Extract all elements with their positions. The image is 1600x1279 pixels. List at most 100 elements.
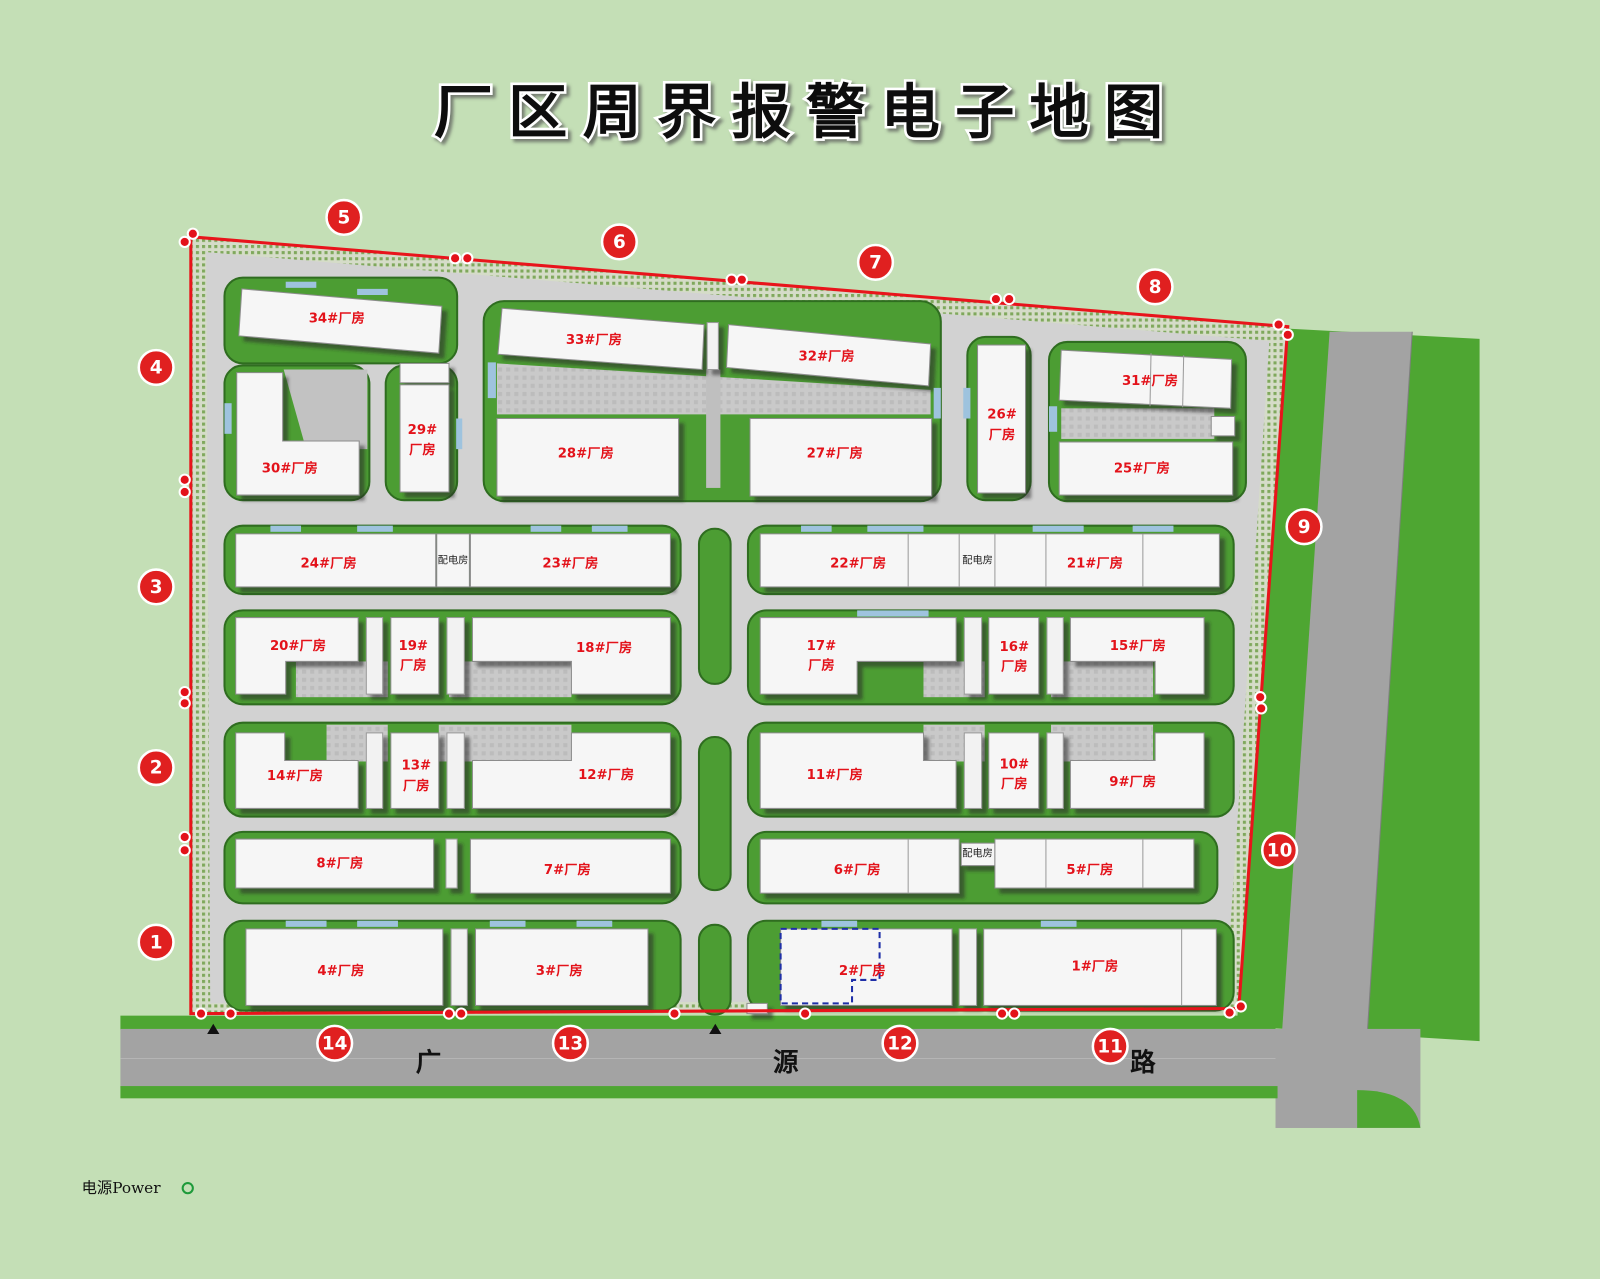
zone-circle[interactable] xyxy=(316,1024,354,1062)
zone-number[interactable]: 11 xyxy=(1097,1036,1123,1057)
detector-icon[interactable] xyxy=(1234,1000,1247,1013)
building-1[interactable] xyxy=(983,928,1217,1006)
detector-icon[interactable] xyxy=(178,473,191,486)
building-33[interactable] xyxy=(497,307,705,371)
zone-marker-13[interactable]: 13 xyxy=(551,1024,590,1062)
zone-number[interactable]: 9 xyxy=(1298,517,1311,538)
detector-icon[interactable] xyxy=(1003,292,1016,306)
building-29[interactable] xyxy=(399,384,450,493)
building-16[interactable] xyxy=(988,617,1040,695)
detector-icon[interactable] xyxy=(178,830,191,844)
building-18[interactable] xyxy=(471,617,671,695)
building-24[interactable] xyxy=(235,533,437,588)
building-13[interactable] xyxy=(390,732,440,809)
detector-icon[interactable] xyxy=(995,1007,1009,1020)
building-11[interactable] xyxy=(759,732,957,809)
zone-marker-14[interactable]: 14 xyxy=(316,1024,354,1062)
zone-circle[interactable] xyxy=(1091,1027,1129,1065)
building-34[interactable] xyxy=(238,288,443,354)
detector-icon[interactable] xyxy=(178,685,191,699)
zone-marker-8[interactable]: 8 xyxy=(1136,268,1174,306)
zone-circle[interactable] xyxy=(1260,831,1299,869)
zone-marker-5[interactable]: 5 xyxy=(325,198,363,237)
detector-icon[interactable] xyxy=(442,1007,456,1020)
detector-icon[interactable] xyxy=(224,1007,237,1020)
detector-icon[interactable] xyxy=(1008,1007,1021,1020)
building-14[interactable] xyxy=(235,732,359,809)
building-31[interactable] xyxy=(1058,349,1233,409)
detector-icon[interactable] xyxy=(1272,318,1285,331)
detector-icon[interactable] xyxy=(455,1007,468,1020)
zone-number[interactable]: 14 xyxy=(322,1033,348,1054)
zone-marker-3[interactable]: 3 xyxy=(137,568,175,606)
zone-circle[interactable] xyxy=(551,1024,590,1062)
building-19[interactable] xyxy=(390,617,440,695)
zone-marker-12[interactable]: 12 xyxy=(881,1024,919,1062)
building-26[interactable] xyxy=(977,344,1027,494)
zone-number[interactable]: 7 xyxy=(869,252,882,273)
building-20[interactable] xyxy=(235,617,359,695)
detector-icon[interactable] xyxy=(725,273,738,286)
zone-number[interactable]: 13 xyxy=(558,1033,584,1054)
zone-circle[interactable] xyxy=(325,198,363,237)
detector-icon[interactable] xyxy=(668,1007,681,1020)
zone-circle[interactable] xyxy=(137,748,175,787)
power-room-1[interactable] xyxy=(436,533,470,588)
zone-marker-1[interactable]: 1 xyxy=(137,923,175,961)
detector-icon[interactable] xyxy=(178,235,191,249)
detector-icon[interactable] xyxy=(448,252,462,265)
detector-icon[interactable] xyxy=(989,292,1003,306)
zone-circle[interactable] xyxy=(856,243,895,281)
building-25[interactable] xyxy=(1058,441,1234,496)
zone-marker-4[interactable]: 4 xyxy=(137,348,175,387)
zone-circle[interactable] xyxy=(137,568,175,606)
detector-icon[interactable] xyxy=(194,1007,208,1020)
zone-number[interactable]: 4 xyxy=(150,358,163,379)
detector-icon[interactable] xyxy=(735,273,748,286)
zone-marker-9[interactable]: 9 xyxy=(1285,508,1323,546)
building-27[interactable] xyxy=(749,417,933,497)
zone-circle[interactable] xyxy=(1136,268,1174,306)
building-23[interactable] xyxy=(469,533,671,588)
detector-icon[interactable] xyxy=(178,844,191,857)
detector-icon[interactable] xyxy=(178,697,191,710)
detector-icon[interactable] xyxy=(186,227,199,240)
detector-icon[interactable] xyxy=(1223,1006,1236,1019)
zone-circle[interactable] xyxy=(600,223,639,261)
zone-number[interactable]: 3 xyxy=(150,577,163,598)
zone-marker-6[interactable]: 6 xyxy=(600,223,639,261)
zone-marker-2[interactable]: 2 xyxy=(137,748,175,787)
detector-icon[interactable] xyxy=(798,1007,812,1020)
building-5[interactable] xyxy=(994,838,1195,889)
power-indicator-icon[interactable] xyxy=(181,1182,194,1195)
building-3[interactable] xyxy=(475,928,649,1006)
building-4[interactable] xyxy=(245,928,444,1006)
building-17[interactable] xyxy=(759,617,957,695)
detector-icon[interactable] xyxy=(178,485,191,499)
zone-circle[interactable] xyxy=(137,348,175,387)
building-15[interactable] xyxy=(1069,617,1205,695)
zone-circle[interactable] xyxy=(881,1024,919,1062)
zone-number[interactable]: 1 xyxy=(150,932,163,953)
detector-icon[interactable] xyxy=(461,252,474,265)
zone-number[interactable]: 12 xyxy=(887,1033,913,1054)
zone-number[interactable]: 2 xyxy=(150,758,163,779)
detector-icon[interactable] xyxy=(1255,702,1268,715)
building-30[interactable] xyxy=(236,372,360,496)
building-12[interactable] xyxy=(471,732,671,809)
zone-number[interactable]: 10 xyxy=(1267,840,1293,861)
zone-marker-11[interactable]: 11 xyxy=(1091,1027,1129,1065)
zone-number[interactable]: 5 xyxy=(337,208,350,229)
detector-icon[interactable] xyxy=(1254,691,1267,704)
zone-circle[interactable] xyxy=(137,923,175,961)
detector-icon[interactable] xyxy=(1281,328,1294,341)
building-7[interactable] xyxy=(469,838,671,894)
building-9[interactable] xyxy=(1069,732,1205,809)
building-28[interactable] xyxy=(496,417,680,497)
zone-marker-10[interactable]: 10 xyxy=(1260,831,1299,869)
building-6[interactable] xyxy=(759,838,960,894)
zone-marker-7[interactable]: 7 xyxy=(856,243,895,281)
zone-number[interactable]: 8 xyxy=(1149,277,1162,298)
building-32[interactable] xyxy=(725,324,932,387)
building-10[interactable] xyxy=(988,732,1040,809)
